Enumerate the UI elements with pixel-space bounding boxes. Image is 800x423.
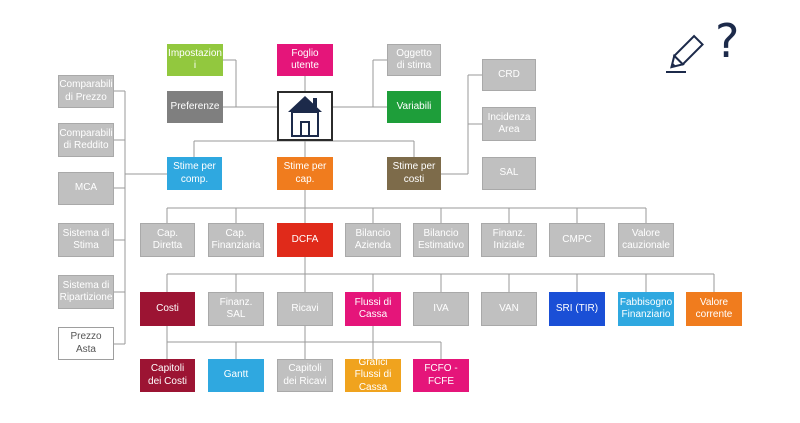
grafici-flussi-label: Grafici Flussi di Cassa bbox=[354, 356, 392, 393]
dcfa-button[interactable]: DCFA bbox=[277, 223, 333, 257]
fcfo-fcfe-button[interactable]: FCFO - FCFE bbox=[413, 359, 469, 392]
iva-button[interactable]: IVA bbox=[413, 292, 469, 326]
oggetto-stima-label: Oggetto di stima bbox=[396, 47, 432, 72]
bilancio-azienda-label: Bilancio Azienda bbox=[354, 227, 392, 252]
sal-button[interactable]: SAL bbox=[482, 157, 536, 190]
question-mark-icon[interactable]: ? bbox=[715, 14, 740, 68]
finanz-sal-button[interactable]: Finanz. SAL bbox=[208, 292, 264, 326]
bilancio-estimativo-button[interactable]: Bilancio Estimativo bbox=[413, 223, 469, 257]
sistema-ripartizione-label: Sistema di Ripartizione bbox=[59, 279, 113, 304]
mca-label: MCA bbox=[74, 182, 98, 194]
fabbisogno-label: Fabbisogno Finanziario bbox=[619, 296, 673, 321]
crd-button[interactable]: CRD bbox=[482, 59, 536, 91]
valore-cauzionale-button[interactable]: Valore cauzionale bbox=[618, 223, 674, 257]
costi-button[interactable]: Costi bbox=[140, 292, 195, 326]
crd-label: CRD bbox=[498, 68, 520, 80]
foglio-utente-label: Foglio utente bbox=[291, 47, 319, 72]
sistema-ripartizione-button[interactable]: Sistema di Ripartizione bbox=[58, 275, 114, 309]
capitoli-ricavi-label: Capitoli dei Ricavi bbox=[283, 363, 327, 387]
capitoli-costi-button[interactable]: Capitoli dei Costi bbox=[140, 359, 195, 392]
gantt-label: Gantt bbox=[223, 369, 249, 381]
home-button[interactable] bbox=[277, 91, 333, 141]
bilancio-estimativo-label: Bilancio Estimativo bbox=[417, 227, 465, 252]
finanz-iniziale-label: Finanz. Iniziale bbox=[492, 227, 526, 252]
finanz-sal-label: Finanz. SAL bbox=[219, 296, 253, 321]
cmpc-label: CMPC bbox=[562, 233, 592, 245]
fabbisogno-button[interactable]: Fabbisogno Finanziario bbox=[618, 292, 674, 326]
bilancio-azienda-button[interactable]: Bilancio Azienda bbox=[345, 223, 401, 257]
foglio-utente-button[interactable]: Foglio utente bbox=[277, 44, 333, 76]
cap-diretta-label: Cap. Diretta bbox=[152, 227, 183, 252]
sistema-stima-button[interactable]: Sistema di Stima bbox=[58, 223, 114, 257]
comparabili-prezzo-label: Comparabili di Prezzo bbox=[59, 79, 113, 103]
stime-costi-button[interactable]: Stime per costi bbox=[387, 157, 441, 190]
sal-label: SAL bbox=[499, 167, 519, 179]
preferenze-label: Preferenze bbox=[170, 100, 220, 112]
ricavi-button[interactable]: Ricavi bbox=[277, 292, 333, 326]
finanz-iniziale-button[interactable]: Finanz. Iniziale bbox=[481, 223, 537, 257]
van-button[interactable]: VAN bbox=[481, 292, 537, 326]
capitoli-ricavi-button[interactable]: Capitoli dei Ricavi bbox=[277, 359, 333, 392]
stime-comp-button[interactable]: Stime per comp. bbox=[167, 157, 222, 190]
stime-cap-button[interactable]: Stime per cap. bbox=[277, 157, 333, 190]
prezzo-asta-label: Prezzo Asta bbox=[70, 331, 102, 355]
house-icon bbox=[288, 96, 322, 137]
comparabili-prezzo-button[interactable]: Comparabili di Prezzo bbox=[58, 75, 114, 108]
incidenza-area-label: Incidenza Area bbox=[487, 111, 531, 136]
valore-corrente-button[interactable]: Valore corrente bbox=[686, 292, 742, 326]
impostazioni-label: Impostazion i bbox=[168, 47, 222, 72]
edit-button[interactable] bbox=[662, 28, 712, 78]
gantt-button[interactable]: Gantt bbox=[208, 359, 264, 392]
van-label: VAN bbox=[499, 302, 519, 314]
fcfo-fcfe-label: FCFO - FCFE bbox=[424, 363, 458, 387]
variabili-button[interactable]: Variabili bbox=[387, 91, 441, 123]
variabili-label: Variabili bbox=[396, 100, 432, 112]
flussi-cassa-button[interactable]: Flussi di Cassa bbox=[345, 292, 401, 326]
grafici-flussi-button[interactable]: Grafici Flussi di Cassa bbox=[345, 356, 401, 393]
sistema-stima-label: Sistema di Stima bbox=[62, 227, 110, 252]
cap-finanziaria-button[interactable]: Cap. Finanziaria bbox=[208, 223, 264, 257]
stime-cap-label: Stime per cap. bbox=[283, 161, 327, 185]
pencil-icon bbox=[666, 34, 704, 73]
valore-cauzionale-label: Valore cauzionale bbox=[622, 227, 670, 252]
cmpc-button[interactable]: CMPC bbox=[549, 223, 605, 257]
cap-finanziaria-label: Cap. Finanziaria bbox=[211, 227, 261, 252]
ricavi-label: Ricavi bbox=[291, 302, 319, 314]
costi-label: Costi bbox=[156, 302, 179, 314]
comparabili-reddito-label: Comparabili di Reddito bbox=[59, 127, 113, 152]
dcfa-label: DCFA bbox=[291, 233, 319, 245]
stime-costi-label: Stime per costi bbox=[392, 161, 436, 185]
impostazioni-button[interactable]: Impostazion i bbox=[167, 44, 223, 76]
sri-tir-button[interactable]: SRI (TIR) bbox=[549, 292, 605, 326]
prezzo-asta-button[interactable]: Prezzo Asta bbox=[58, 327, 114, 360]
stime-comp-label: Stime per comp. bbox=[173, 161, 216, 185]
preferenze-button[interactable]: Preferenze bbox=[167, 91, 223, 123]
iva-label: IVA bbox=[433, 302, 449, 314]
cap-diretta-button[interactable]: Cap. Diretta bbox=[140, 223, 195, 257]
valore-corrente-label: Valore corrente bbox=[695, 296, 733, 321]
flussi-cassa-label: Flussi di Cassa bbox=[354, 296, 392, 321]
sri-tir-label: SRI (TIR) bbox=[555, 302, 599, 314]
comparabili-reddito-button[interactable]: Comparabili di Reddito bbox=[58, 123, 114, 157]
incidenza-area-button[interactable]: Incidenza Area bbox=[482, 107, 536, 141]
capitoli-costi-label: Capitoli dei Costi bbox=[148, 363, 187, 387]
oggetto-stima-button[interactable]: Oggetto di stima bbox=[387, 44, 441, 76]
mca-button[interactable]: MCA bbox=[58, 172, 114, 205]
